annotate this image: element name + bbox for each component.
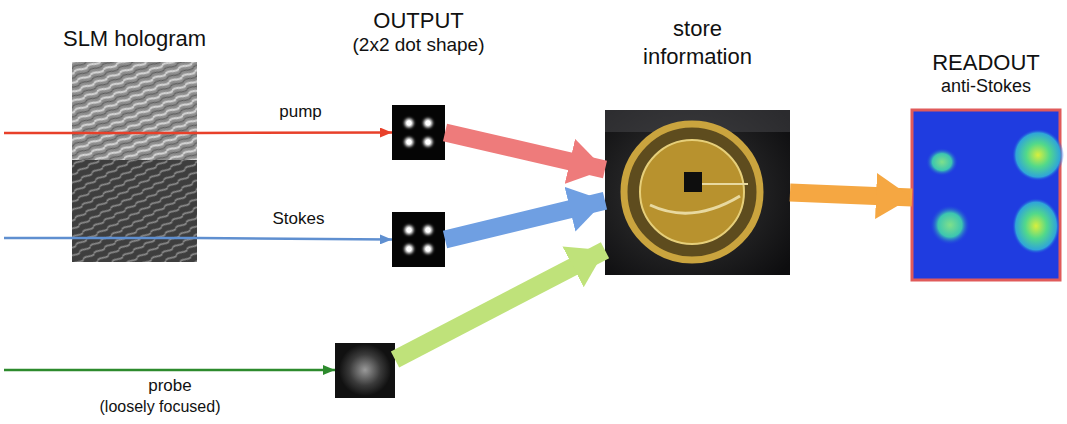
- node-heading: SLM hologram: [63, 26, 206, 52]
- beam-label: (loosely focused): [98, 397, 223, 416]
- heading-text: store information: [628, 15, 768, 70]
- node-heading: OUTPUT(2x2 dot shape): [352, 8, 484, 57]
- node-heading: store information: [628, 15, 768, 70]
- flow-arrow: [790, 193, 912, 198]
- hologram-panel: SLM hologram: [72, 62, 197, 262]
- storage-photo: store information: [605, 110, 790, 275]
- heading-text: READOUT: [932, 50, 1040, 76]
- flow-arrow: [445, 133, 605, 170]
- beam-label: probe: [146, 376, 193, 396]
- node-heading: READOUTanti-Stokes: [932, 50, 1040, 98]
- beam-arrow: [197, 131, 392, 134]
- beam-arrow: [197, 238, 392, 240]
- flow-arrow: [445, 201, 605, 240]
- heading-text: OUTPUT: [352, 8, 484, 34]
- flow-arrow: [395, 250, 605, 359]
- stokes-output-image: [392, 212, 445, 267]
- subheading-text: (2x2 dot shape): [352, 34, 484, 57]
- probe-image: [335, 343, 395, 398]
- heading-text: SLM hologram: [63, 26, 206, 52]
- beam-label: Stokes: [271, 209, 327, 229]
- beam-label: pump: [277, 102, 324, 122]
- readout-image: READOUTanti-Stokes: [912, 110, 1060, 280]
- pump-output-image: OUTPUT(2x2 dot shape): [392, 105, 445, 160]
- subheading-text: anti-Stokes: [932, 76, 1040, 98]
